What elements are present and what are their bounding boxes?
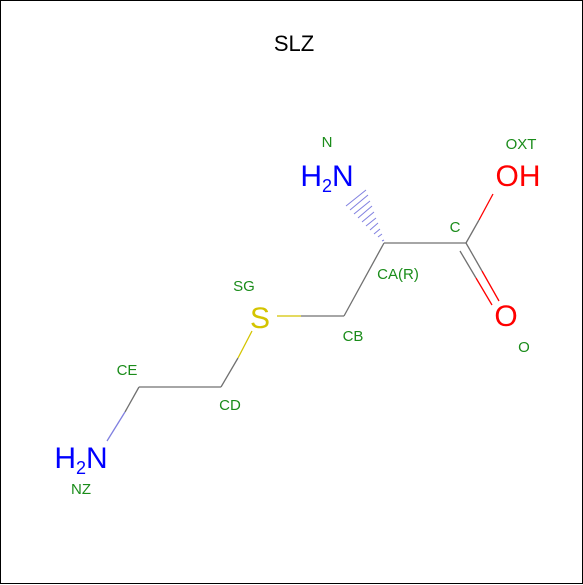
atoms: H2N OH O S H2N xyxy=(54,160,540,478)
bond-sg-cd-grey xyxy=(220,357,239,388)
atom-labels: N OXT C CA(R) SG CB O CE CD NZ xyxy=(71,134,536,498)
bond-c-oxt-grey xyxy=(465,219,480,244)
bond-sg-cd-yellow xyxy=(237,330,253,359)
bond-ce-nz-grey xyxy=(124,386,140,413)
label-oxt: OXT xyxy=(506,136,537,153)
label-nz: NZ xyxy=(71,481,91,498)
atom-sg: S xyxy=(250,302,270,335)
bond-c-o-grey-2 xyxy=(459,250,477,279)
bonds xyxy=(106,189,500,442)
bond-ce-nz-blue xyxy=(106,411,126,442)
label-c: C xyxy=(450,219,461,236)
bond-c-o-red-1 xyxy=(481,270,500,302)
bond-c-oxt-red xyxy=(478,193,494,221)
label-ca: CA(R) xyxy=(377,266,419,283)
label-cd: CD xyxy=(219,397,241,414)
stereo-hash-wedge xyxy=(345,189,385,242)
label-n: N xyxy=(322,134,333,151)
label-sg: SG xyxy=(233,278,255,295)
label-o: O xyxy=(518,339,530,356)
label-cb: CB xyxy=(343,328,364,345)
atom-n-alpha: H2N xyxy=(300,160,353,196)
bond-c-o-red-2 xyxy=(475,277,493,306)
diagram-title: SLZ xyxy=(274,31,314,56)
atom-oxt: OH xyxy=(496,160,541,193)
bond-c-o-grey-1 xyxy=(465,242,483,272)
bond-ca-cb xyxy=(343,242,385,317)
atom-o: O xyxy=(494,300,517,333)
label-ce: CE xyxy=(117,362,138,379)
atom-n-zeta: H2N xyxy=(54,442,107,478)
